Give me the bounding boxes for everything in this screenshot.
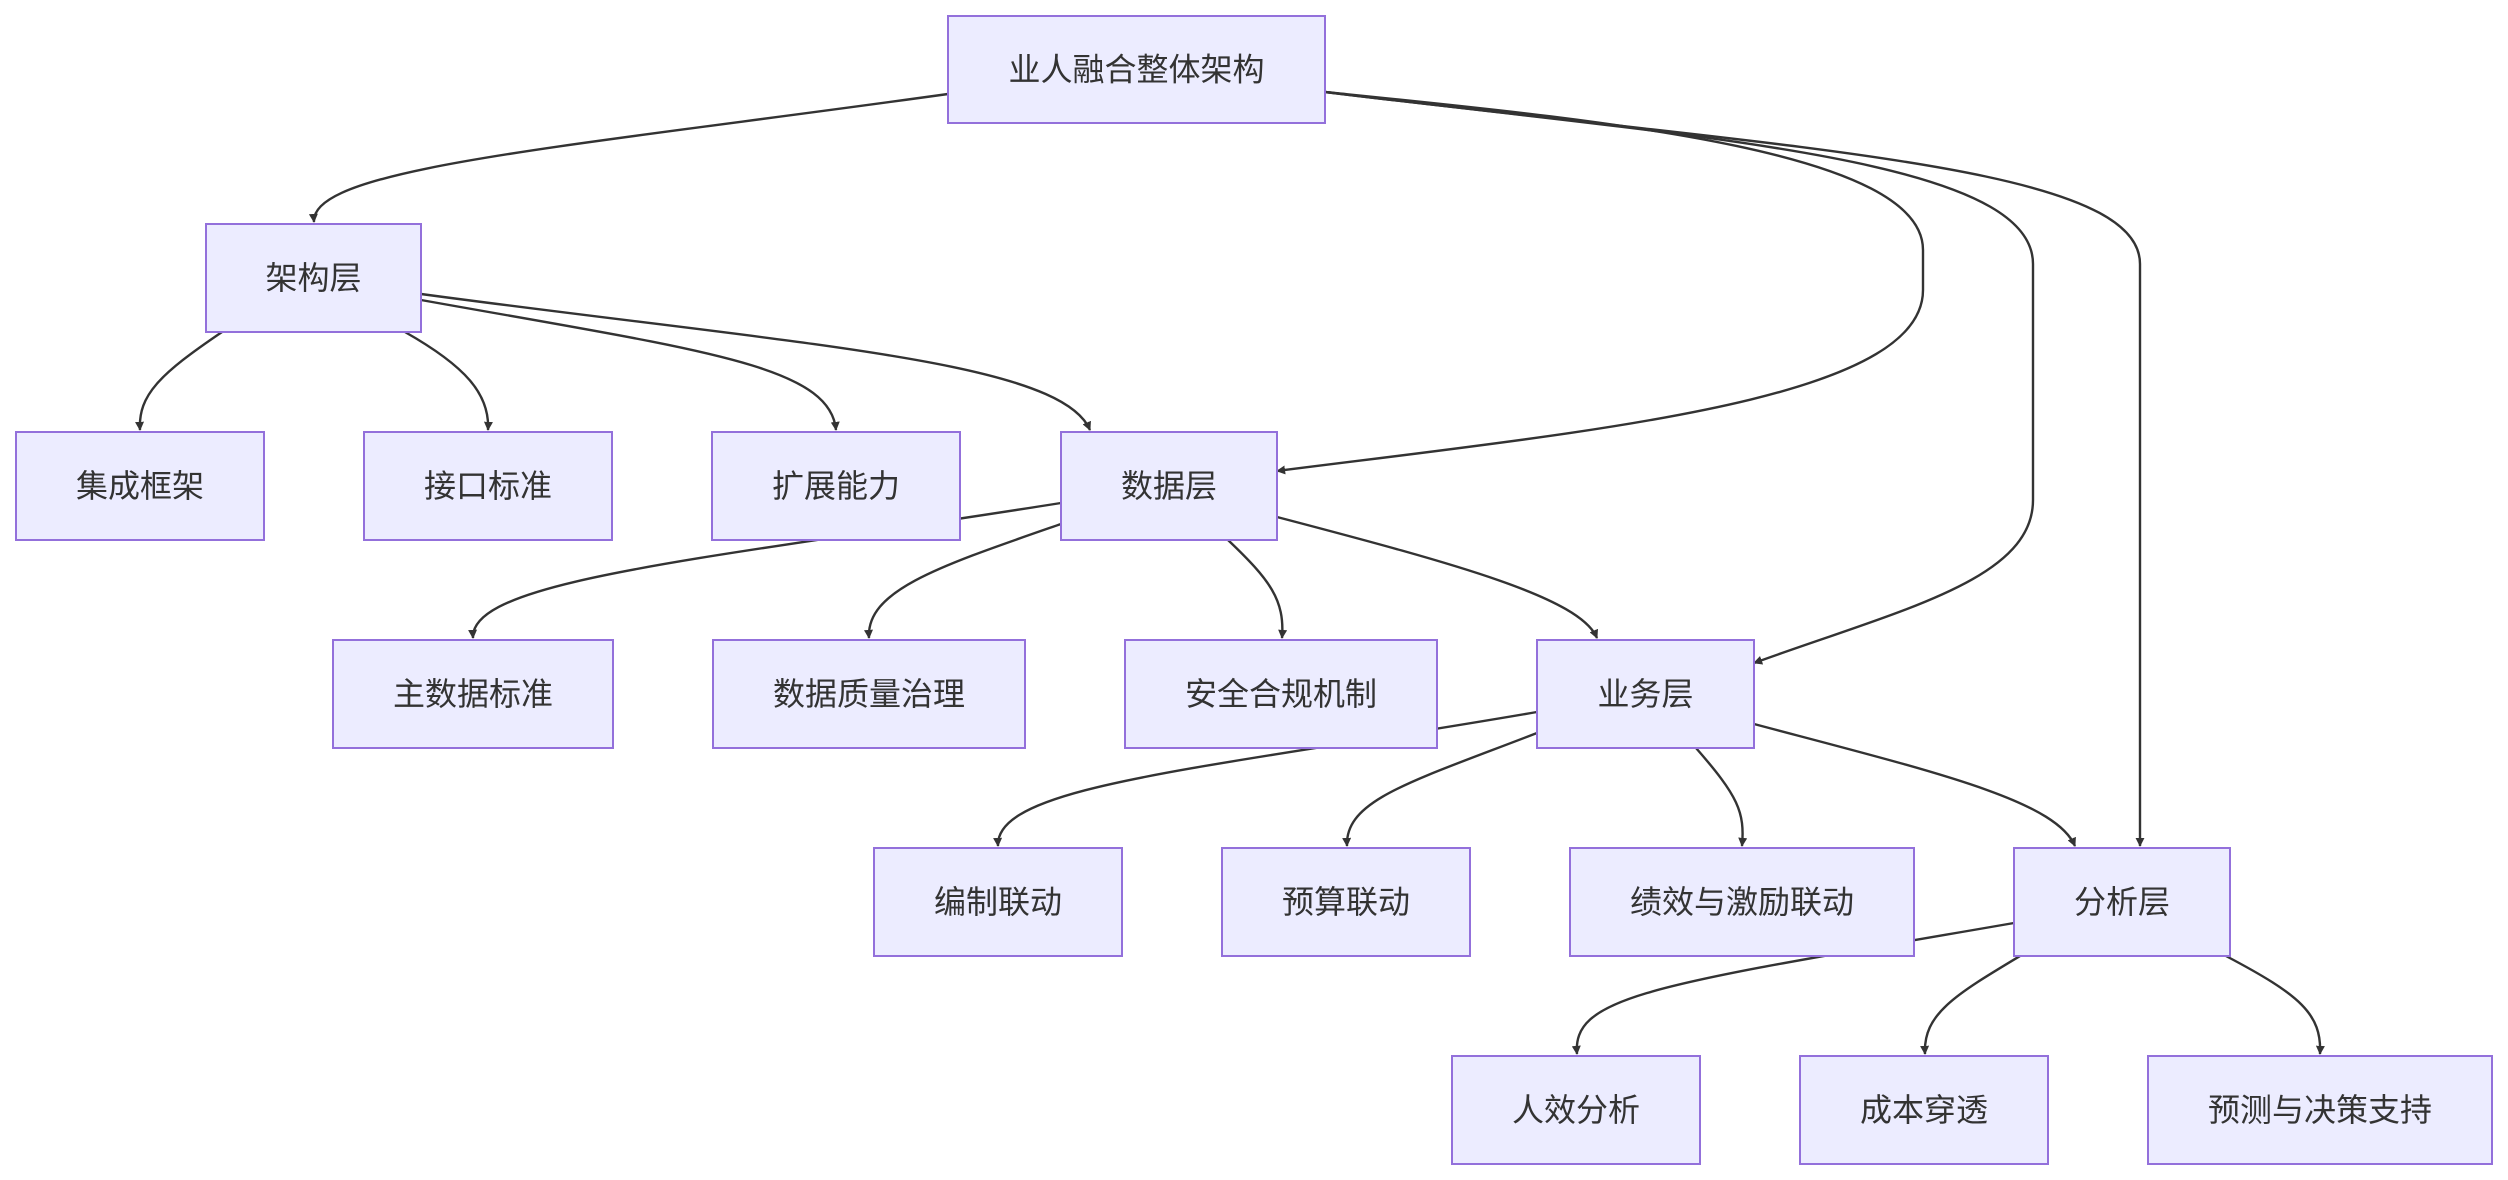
node-performance-incentive-linkage-label: 绩效与激励联动 bbox=[1630, 883, 1854, 921]
edge-analysis-cost-penetration bbox=[1920, 954, 2021, 1055]
node-extension-capability-label: 扩展能力 bbox=[772, 467, 900, 505]
edge-arch-extension-capability bbox=[420, 298, 840, 431]
edge-data-security-compliance bbox=[1227, 539, 1288, 639]
node-master-data-standard-label: 主数据标准 bbox=[393, 675, 553, 713]
edge-analysis-forecast-decision-support bbox=[2225, 954, 2325, 1055]
node-interface-standard-label: 接口标准 bbox=[424, 467, 552, 505]
edge-arch-integration-framework bbox=[135, 331, 223, 431]
node-efficiency-analysis: 人效分析 bbox=[1451, 1055, 1701, 1165]
edge-biz-budget-linkage bbox=[1342, 731, 1538, 847]
edge-data-biz bbox=[1276, 515, 1599, 639]
node-biz-label: 业务层 bbox=[1597, 675, 1693, 713]
node-master-data-standard: 主数据标准 bbox=[332, 639, 614, 749]
edges bbox=[135, 90, 2325, 1055]
edge-biz-analysis bbox=[1753, 722, 2077, 847]
node-interface-standard: 接口标准 bbox=[363, 431, 613, 541]
node-integration-framework: 集成框架 bbox=[15, 431, 265, 541]
node-analysis-label: 分析层 bbox=[2074, 883, 2170, 921]
node-root-label: 业人融合整体架构 bbox=[1008, 51, 1264, 89]
node-data-quality-governance: 数据质量治理 bbox=[712, 639, 1026, 749]
edge-arch-interface-standard bbox=[404, 330, 493, 431]
node-cost-penetration-label: 成本穿透 bbox=[1860, 1091, 1988, 1129]
node-efficiency-analysis-label: 人效分析 bbox=[1512, 1091, 1640, 1129]
edge-arch-data bbox=[420, 292, 1092, 431]
edge-data-data-quality-governance bbox=[864, 522, 1062, 639]
node-extension-capability: 扩展能力 bbox=[711, 431, 961, 541]
node-budget-linkage-label: 预算联动 bbox=[1282, 883, 1410, 921]
edge-root-analysis bbox=[1324, 90, 2145, 847]
node-forecast-decision-support: 预测与决策支持 bbox=[2147, 1055, 2493, 1165]
node-staffing-linkage: 编制联动 bbox=[873, 847, 1123, 957]
node-arch-label: 架构层 bbox=[265, 259, 361, 297]
node-cost-penetration: 成本穿透 bbox=[1799, 1055, 2049, 1165]
node-data: 数据层 bbox=[1060, 431, 1278, 541]
node-security-compliance-label: 安全合规机制 bbox=[1185, 675, 1377, 713]
node-forecast-decision-support-label: 预测与决策支持 bbox=[2208, 1091, 2432, 1129]
node-budget-linkage: 预算联动 bbox=[1221, 847, 1471, 957]
edge-biz-performance-incentive-linkage bbox=[1695, 747, 1748, 847]
node-analysis: 分析层 bbox=[2013, 847, 2231, 957]
edge-root-arch bbox=[308, 92, 949, 223]
node-performance-incentive-linkage: 绩效与激励联动 bbox=[1569, 847, 1915, 957]
edge-root-data bbox=[1276, 90, 1925, 475]
node-data-label: 数据层 bbox=[1121, 467, 1217, 505]
edge-root-biz bbox=[1324, 90, 2035, 665]
node-biz: 业务层 bbox=[1536, 639, 1755, 749]
node-security-compliance: 安全合规机制 bbox=[1124, 639, 1438, 749]
node-staffing-linkage-label: 编制联动 bbox=[934, 883, 1062, 921]
node-root: 业人融合整体架构 bbox=[947, 15, 1326, 124]
node-arch: 架构层 bbox=[205, 223, 422, 333]
node-data-quality-governance-label: 数据质量治理 bbox=[773, 675, 965, 713]
node-integration-framework-label: 集成框架 bbox=[76, 467, 204, 505]
